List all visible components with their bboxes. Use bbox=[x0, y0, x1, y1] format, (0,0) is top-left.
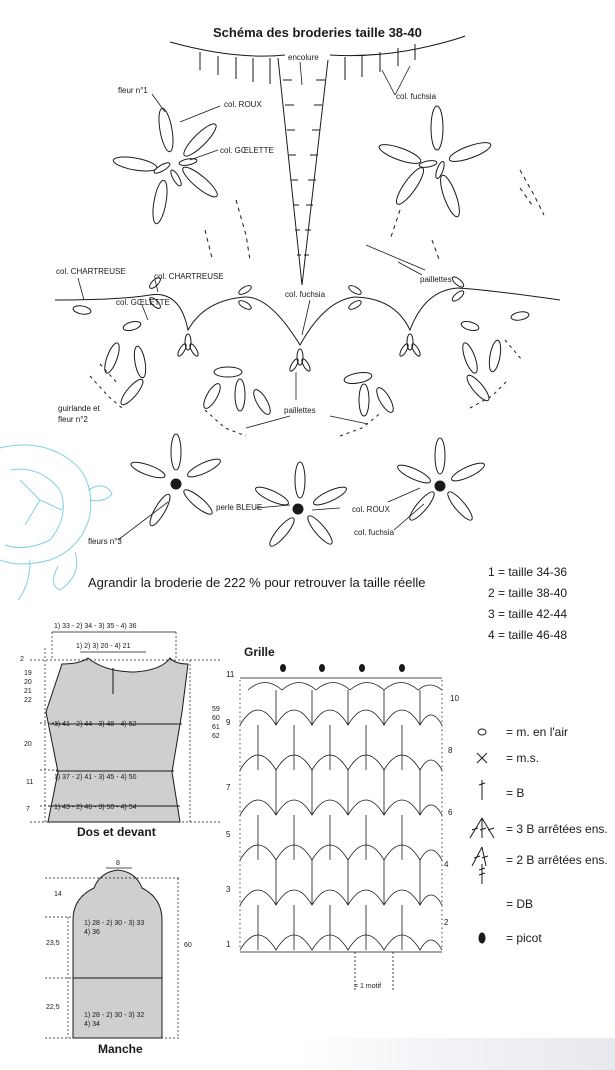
sleeve-lower-width-b: 4) 34 bbox=[84, 1021, 100, 1028]
flower-3-left-icon bbox=[130, 433, 221, 527]
body-dim-62: 62 bbox=[212, 733, 220, 740]
sleeve-cap-height: 14 bbox=[54, 891, 62, 898]
label-chartreuse-mid: col. CHARTREUSE bbox=[154, 272, 224, 281]
label-paillettes-right: paillettes bbox=[420, 275, 452, 284]
flower-3-center-icon bbox=[255, 461, 347, 547]
grid-row-11: 11 bbox=[226, 670, 235, 679]
embroidery-title: Schéma des broderies taille 38-40 bbox=[213, 25, 422, 40]
label-encolure: encolure bbox=[288, 53, 319, 62]
three-treble-cluster-icon bbox=[469, 817, 495, 839]
body-waist: 1) 37 - 2) 41 - 3) 45 - 4) 50 bbox=[54, 774, 137, 781]
double-treble-icon bbox=[478, 864, 486, 884]
crochet-grid-drawing bbox=[239, 677, 443, 990]
grid-row-4: 4 bbox=[444, 860, 449, 869]
grid-title: Grille bbox=[244, 645, 275, 659]
label-fuchsia-bottom: col. fuchsia bbox=[354, 528, 395, 537]
flower-1-right-icon bbox=[378, 105, 492, 218]
body-dim-2: 2 bbox=[20, 656, 24, 663]
label-fleur-1: fleur n°1 bbox=[118, 86, 148, 95]
body-dim-20b: 20 bbox=[24, 741, 32, 748]
body-dim-20a: 20 bbox=[24, 679, 32, 686]
body-dim-19: 19 bbox=[24, 670, 32, 677]
legend-double-treble: = DB bbox=[506, 897, 534, 911]
body-dim-59: 59 bbox=[212, 706, 220, 713]
grid-row-8: 8 bbox=[448, 746, 453, 755]
turtle-watermark-icon bbox=[0, 444, 113, 601]
sleeve-lower-length: 22,5 bbox=[46, 1004, 60, 1011]
oval-chain-icon bbox=[477, 728, 487, 736]
grid-row-2: 2 bbox=[444, 918, 449, 927]
cross-stitch-icon bbox=[476, 752, 488, 764]
label-roux-top: col. ROUX bbox=[224, 100, 262, 109]
sleeve-schematic-shape bbox=[72, 869, 163, 1039]
flower-2-icon bbox=[104, 339, 502, 417]
two-treble-cluster-icon bbox=[471, 846, 489, 867]
size-2: 2 = taille 38-40 bbox=[488, 586, 568, 600]
body-dim-60: 60 bbox=[212, 715, 220, 722]
size-3: 3 = taille 42-44 bbox=[488, 607, 568, 621]
sleeve-cap-width: 8 bbox=[116, 860, 120, 867]
grid-row-1: 1 bbox=[226, 940, 231, 949]
legend-3-treble: = 3 B arrêtées ens. bbox=[506, 822, 608, 836]
size-1: 1 = taille 34-36 bbox=[488, 565, 568, 579]
body-dim-7: 7 bbox=[26, 806, 30, 813]
label-fleur-2: fleur n°2 bbox=[58, 415, 88, 424]
body-dim-61: 61 bbox=[212, 724, 220, 731]
legend-single-crochet: = m.s. bbox=[506, 751, 540, 765]
label-fleurs-3: fleurs n°3 bbox=[88, 537, 122, 546]
body-dim-11: 11 bbox=[26, 779, 34, 786]
size-4: 4 = taille 46-48 bbox=[488, 628, 568, 642]
page-corner-shadow bbox=[300, 1038, 615, 1070]
body-dim-21: 21 bbox=[24, 688, 32, 695]
label-goelette-top: col. GŒLETTE bbox=[220, 146, 274, 155]
body-schematic-shape bbox=[45, 657, 189, 823]
sleeve-lower-width-a: 1) 28 - 2) 30 - 3) 32 bbox=[84, 1012, 145, 1019]
label-paillettes-mid: paillettes bbox=[284, 406, 316, 415]
label-perle-bleue: perle BLEUE bbox=[216, 503, 263, 512]
label-roux-bottom: col. ROUX bbox=[352, 505, 390, 514]
flower-1-left-icon bbox=[112, 107, 218, 225]
enlarge-note: Agrandir la broderie de 222 % pour retro… bbox=[88, 575, 426, 590]
grid-row-5: 5 bbox=[226, 830, 231, 839]
legend-symbols bbox=[469, 728, 495, 944]
label-fuchsia-mid: col. fuchsia bbox=[285, 290, 326, 299]
body-hip: 1) 43 - 2) 46 - 3) 50 - 4) 54 bbox=[54, 804, 137, 811]
sleeve-total-length: 60 bbox=[184, 942, 192, 949]
grid-row-3: 3 bbox=[226, 885, 231, 894]
grid-row-6: 6 bbox=[448, 808, 453, 817]
label-chartreuse-left: col. CHARTREUSE bbox=[56, 267, 126, 276]
body-title: Dos et devant bbox=[77, 825, 156, 839]
legend-treble: = B bbox=[506, 786, 525, 800]
sleeve-title: Manche bbox=[98, 1042, 143, 1056]
body-dim-22: 22 bbox=[24, 697, 32, 704]
sleeve-upper-width-b: 4) 36 bbox=[84, 929, 100, 936]
body-neck-width: 1) 2) 3) 20 - 4) 21 bbox=[76, 643, 131, 650]
body-bust: 1) 41 - 2) 44 - 3) 48 - 4) 52 bbox=[54, 721, 137, 728]
grid-row-9: 9 bbox=[226, 718, 231, 727]
label-fuchsia-top: col. fuchsia bbox=[396, 92, 437, 101]
grid-motif-label: = 1 motif bbox=[354, 983, 382, 990]
label-guirlande: guirlande et bbox=[58, 404, 100, 413]
label-goelette-mid: col. GŒLETTE bbox=[116, 298, 170, 307]
sleeve-upper-width-a: 1) 28 - 2) 30 - 3) 33 bbox=[84, 920, 145, 927]
grid-row-10: 10 bbox=[450, 694, 459, 703]
legend-picot: = picot bbox=[506, 931, 542, 945]
grid-row-7: 7 bbox=[226, 783, 231, 792]
body-top-width: 1) 33 - 2) 34 - 3) 35 - 4) 36 bbox=[54, 623, 137, 630]
legend-chain: = m. en l'air bbox=[506, 725, 568, 739]
sleeve-upper-length: 23,5 bbox=[46, 940, 60, 947]
picot-icon bbox=[478, 932, 486, 944]
legend-2-treble: = 2 B arrêtées ens. bbox=[506, 853, 608, 867]
treble-icon bbox=[478, 780, 486, 800]
flower-3-right-icon bbox=[397, 437, 485, 521]
